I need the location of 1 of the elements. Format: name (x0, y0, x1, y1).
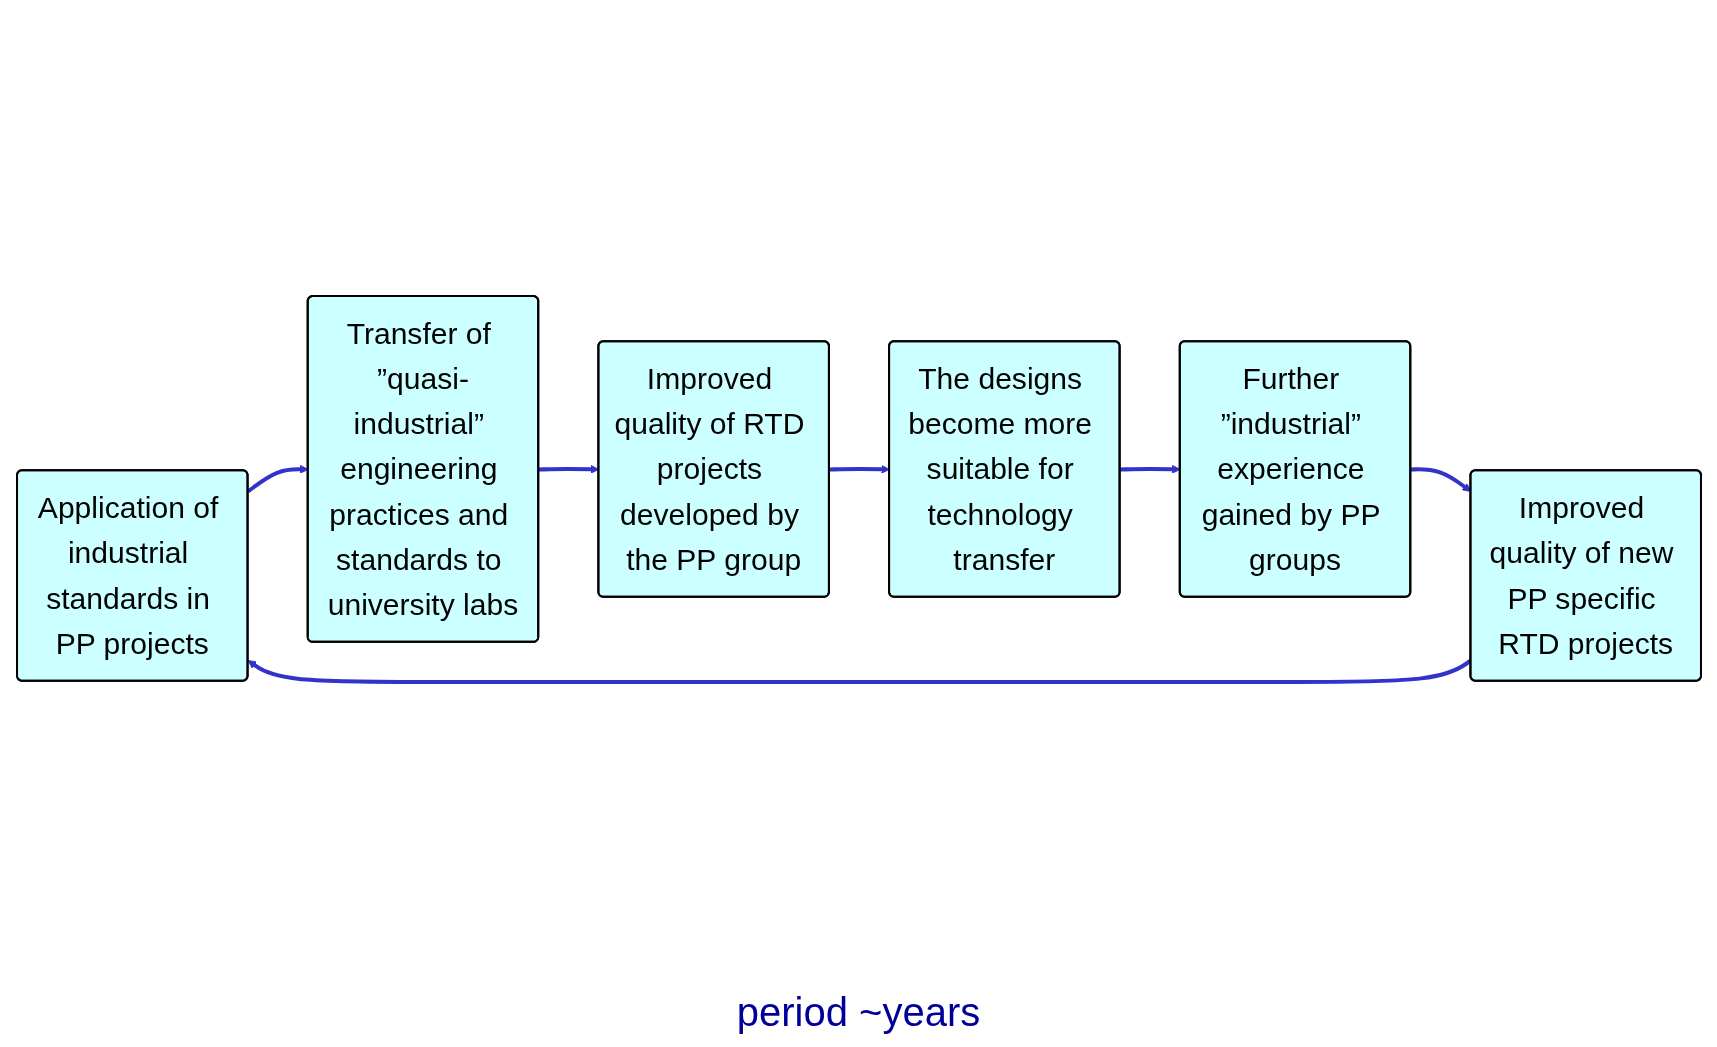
note-text: period ~years (736, 989, 981, 1035)
